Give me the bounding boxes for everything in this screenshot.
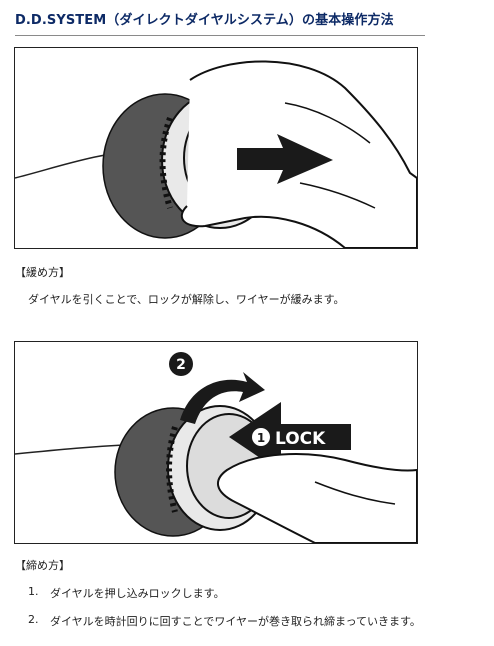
step-1-badge-text: 1	[257, 431, 265, 445]
tighten-illustration: 2 1 LOCK	[14, 341, 418, 544]
tighten-heading: 【締め方】	[15, 559, 70, 572]
loosen-heading: 【緩め方】	[15, 266, 70, 279]
step-1-badge-icon	[252, 428, 270, 446]
step-number: 2.	[28, 613, 39, 626]
step-text: ダイヤルを時計回りに回すことでワイヤーが巻き取られ締まっていきます。	[50, 615, 421, 628]
step-number: 1.	[28, 585, 39, 598]
page-title: D.D.SYSTEM（ダイレクトダイヤルシステム）の基本操作方法	[15, 13, 394, 28]
loosen-illustration	[14, 47, 418, 249]
dial-knurl	[166, 426, 178, 513]
loosen-diagram-svg	[15, 60, 417, 248]
thumb-outline	[217, 453, 417, 543]
push-lock-arrow-icon	[229, 402, 351, 472]
rotate-clockwise-arrow-icon	[180, 372, 265, 424]
step-2-badge-text: 2	[176, 357, 186, 373]
step-text: ダイヤルを押し込みロックします。	[50, 587, 225, 600]
lock-label: LOCK	[275, 429, 326, 449]
list-item: 1. ダイヤルを押し込みロックします。	[28, 585, 421, 613]
loosen-description: ダイヤルを引くことで、ロックが解除し、ワイヤーが緩みます。	[28, 293, 345, 306]
tighten-diagram-svg: 2 1 LOCK	[15, 352, 417, 543]
finger-line-2	[299, 182, 376, 209]
pull-arrow-icon	[237, 134, 333, 184]
title-divider	[15, 35, 425, 36]
thumb-crease	[314, 481, 396, 505]
list-item: 2. ダイヤルを時計回りに回すことでワイヤーが巻き取られ締まっていきます。	[28, 613, 421, 641]
step-2-badge-icon	[169, 352, 193, 376]
dial-knurl	[159, 116, 173, 209]
finger-line-1	[284, 102, 371, 144]
tighten-steps-list: 1. ダイヤルを押し込みロックします。 2. ダイヤルを時計回りに回すことでワイ…	[28, 585, 421, 641]
